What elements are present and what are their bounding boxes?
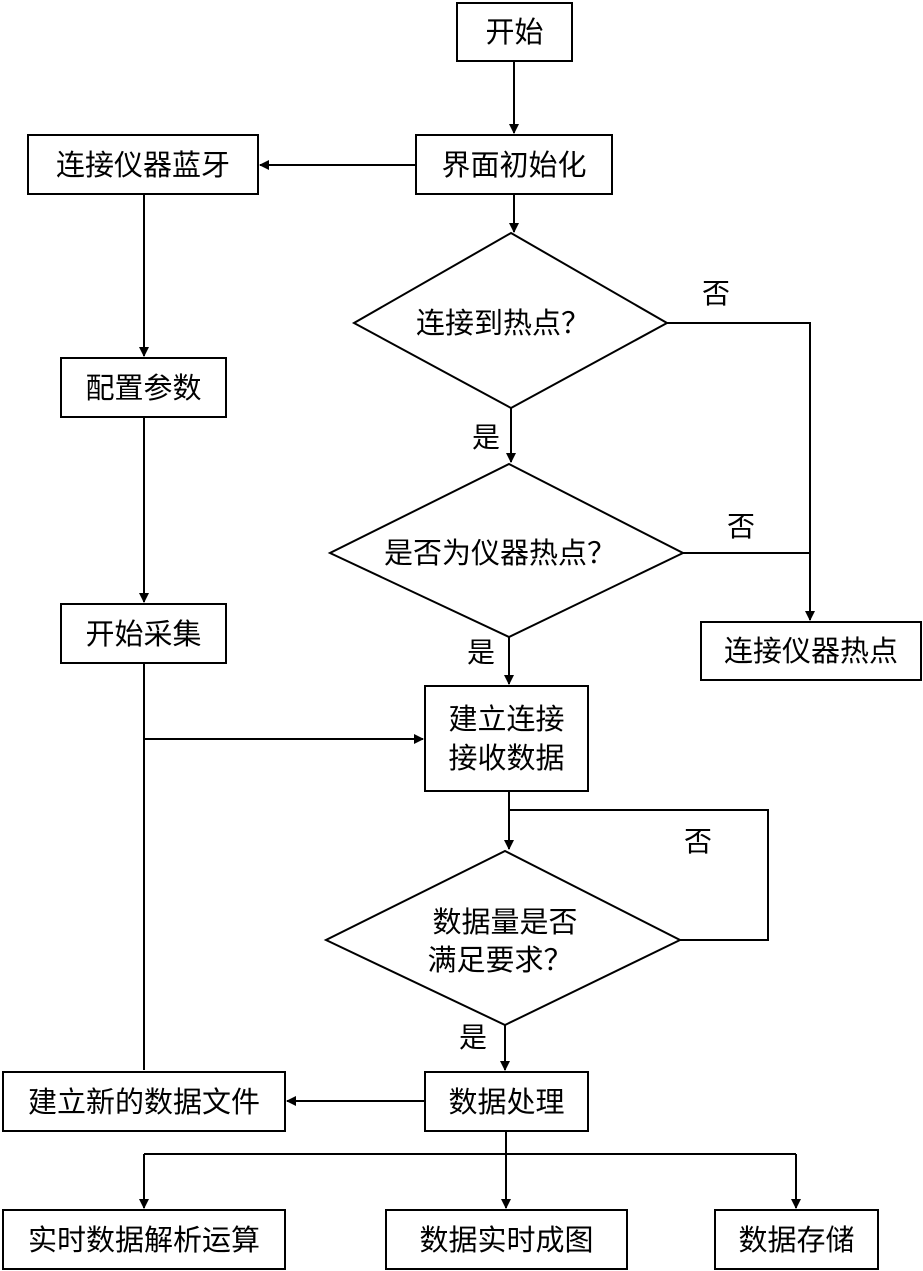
node-realtime-plot-label: 数据实时成图 <box>419 1223 593 1257</box>
decision-data-line2: 满足要求？ <box>427 943 572 977</box>
node-data-storage: 数据存储 <box>714 1209 879 1270</box>
label-hotspot-yes: 是 <box>472 421 500 454</box>
decision-data-amount: 数据量是否 满足要求？ <box>323 849 683 1027</box>
decision-hotspot-label: 连接到热点？ <box>416 306 590 340</box>
node-start: 开始 <box>456 2 573 62</box>
edge-data-no-loop <box>509 809 769 941</box>
node-init-ui: 界面初始化 <box>415 134 613 195</box>
node-connect-instrument-hotspot-label: 连接仪器热点 <box>724 634 898 668</box>
label-data-yes: 是 <box>459 1021 487 1054</box>
node-connect-bluetooth-label: 连接仪器蓝牙 <box>56 148 230 182</box>
node-start-label: 开始 <box>485 15 543 49</box>
node-realtime-calc: 实时数据解析运算 <box>2 1209 286 1270</box>
node-init-ui-label: 界面初始化 <box>441 148 586 182</box>
node-connect-bluetooth: 连接仪器蓝牙 <box>27 134 259 195</box>
decision-data-line1: 数据量是否 <box>432 905 577 939</box>
node-config-params: 配置参数 <box>60 357 227 418</box>
node-establish-line1: 建立连接 <box>448 702 564 736</box>
node-connect-instrument-hotspot: 连接仪器热点 <box>700 621 922 681</box>
node-data-processing-label: 数据处理 <box>448 1085 564 1119</box>
label-data-no: 否 <box>684 825 712 858</box>
edge-hotspot-no <box>667 322 815 621</box>
node-new-data-file: 建立新的数据文件 <box>2 1071 286 1132</box>
edges <box>139 62 815 1209</box>
node-data-processing: 数据处理 <box>424 1071 589 1132</box>
node-data-storage-label: 数据存储 <box>738 1223 854 1257</box>
node-realtime-plot: 数据实时成图 <box>385 1209 628 1270</box>
node-realtime-calc-label: 实时数据解析运算 <box>28 1223 260 1257</box>
node-start-acquisition-label: 开始采集 <box>85 617 201 651</box>
label-hotspot-no: 否 <box>702 277 730 310</box>
node-establish-connection: 建立连接 接收数据 <box>424 685 589 792</box>
label-inst-hotspot-yes: 是 <box>467 636 495 669</box>
node-establish-line2: 接收数据 <box>448 741 564 775</box>
node-config-params-label: 配置参数 <box>85 371 201 405</box>
decision-instrument-hotspot: 是否为仪器热点？ <box>327 462 686 639</box>
node-new-data-file-label: 建立新的数据文件 <box>28 1085 260 1119</box>
decision-hotspot: 连接到热点？ <box>351 231 670 410</box>
label-inst-hotspot-no: 否 <box>727 510 755 543</box>
decision-instrument-hotspot-label: 是否为仪器热点？ <box>384 536 616 570</box>
node-start-acquisition: 开始采集 <box>60 603 227 664</box>
